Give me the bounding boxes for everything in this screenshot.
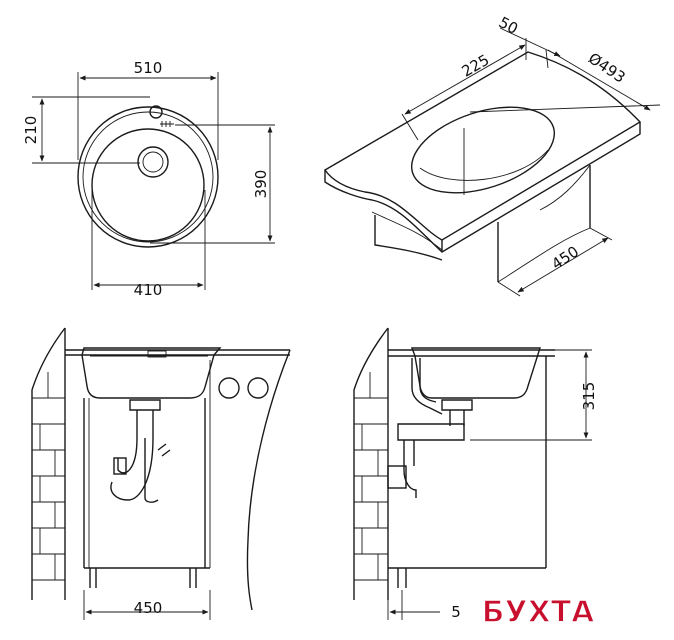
- dim-label-410: 410: [134, 281, 163, 299]
- drain-side: [441, 399, 473, 426]
- valve-left: [218, 377, 240, 399]
- brick-wall-left: [31, 327, 66, 600]
- dim-label-510: 510: [134, 59, 163, 77]
- sink-bowl: [91, 128, 205, 242]
- dim-label-315: 315: [580, 382, 598, 411]
- top-view: 510 210 390 410: [22, 59, 275, 299]
- overflow-slot: [160, 121, 174, 127]
- dim-label-450-front: 450: [134, 599, 163, 617]
- countertop-right-wave: [246, 349, 291, 611]
- dim-label-390: 390: [252, 170, 270, 199]
- siphon-pipe: [110, 437, 154, 501]
- overflow-marker: [147, 350, 167, 358]
- brand-logo: БУХТА: [482, 595, 596, 630]
- dim-line-450-iso: [517, 237, 609, 293]
- drain-outer: [137, 146, 169, 178]
- sink-inner-rim: [82, 111, 214, 243]
- sink-bowl-front: [81, 347, 222, 399]
- countertop-front-edge: [324, 122, 641, 253]
- front-view: 450: [31, 327, 291, 620]
- dim-label-5: 5: [451, 603, 461, 621]
- siphon-side: [411, 358, 443, 415]
- drain-inner: [142, 151, 164, 173]
- cabinet-side-left: [374, 215, 443, 261]
- dim-label-210: 210: [22, 116, 40, 145]
- isometric-view: 50 225 Ø493 450: [323, 13, 661, 297]
- dim-line-diameter: [469, 104, 661, 113]
- tap-hole: [149, 105, 163, 119]
- countertop-top: [323, 51, 642, 241]
- siphon-cap: [113, 457, 127, 475]
- dim-line-225: [404, 44, 526, 115]
- cabinet-wall-curve: [371, 211, 443, 251]
- side-view: 315 5: [353, 327, 598, 621]
- valve-right: [247, 377, 269, 399]
- drain-fitting: [129, 399, 161, 438]
- dim-label-50: 50: [496, 13, 521, 38]
- cabinet-feet: [89, 568, 197, 588]
- sink-cutout: [410, 106, 556, 194]
- brick-wall-right: [353, 327, 389, 600]
- sink-outer-rim: [77, 106, 219, 248]
- cutout-inner-edge: [419, 149, 549, 181]
